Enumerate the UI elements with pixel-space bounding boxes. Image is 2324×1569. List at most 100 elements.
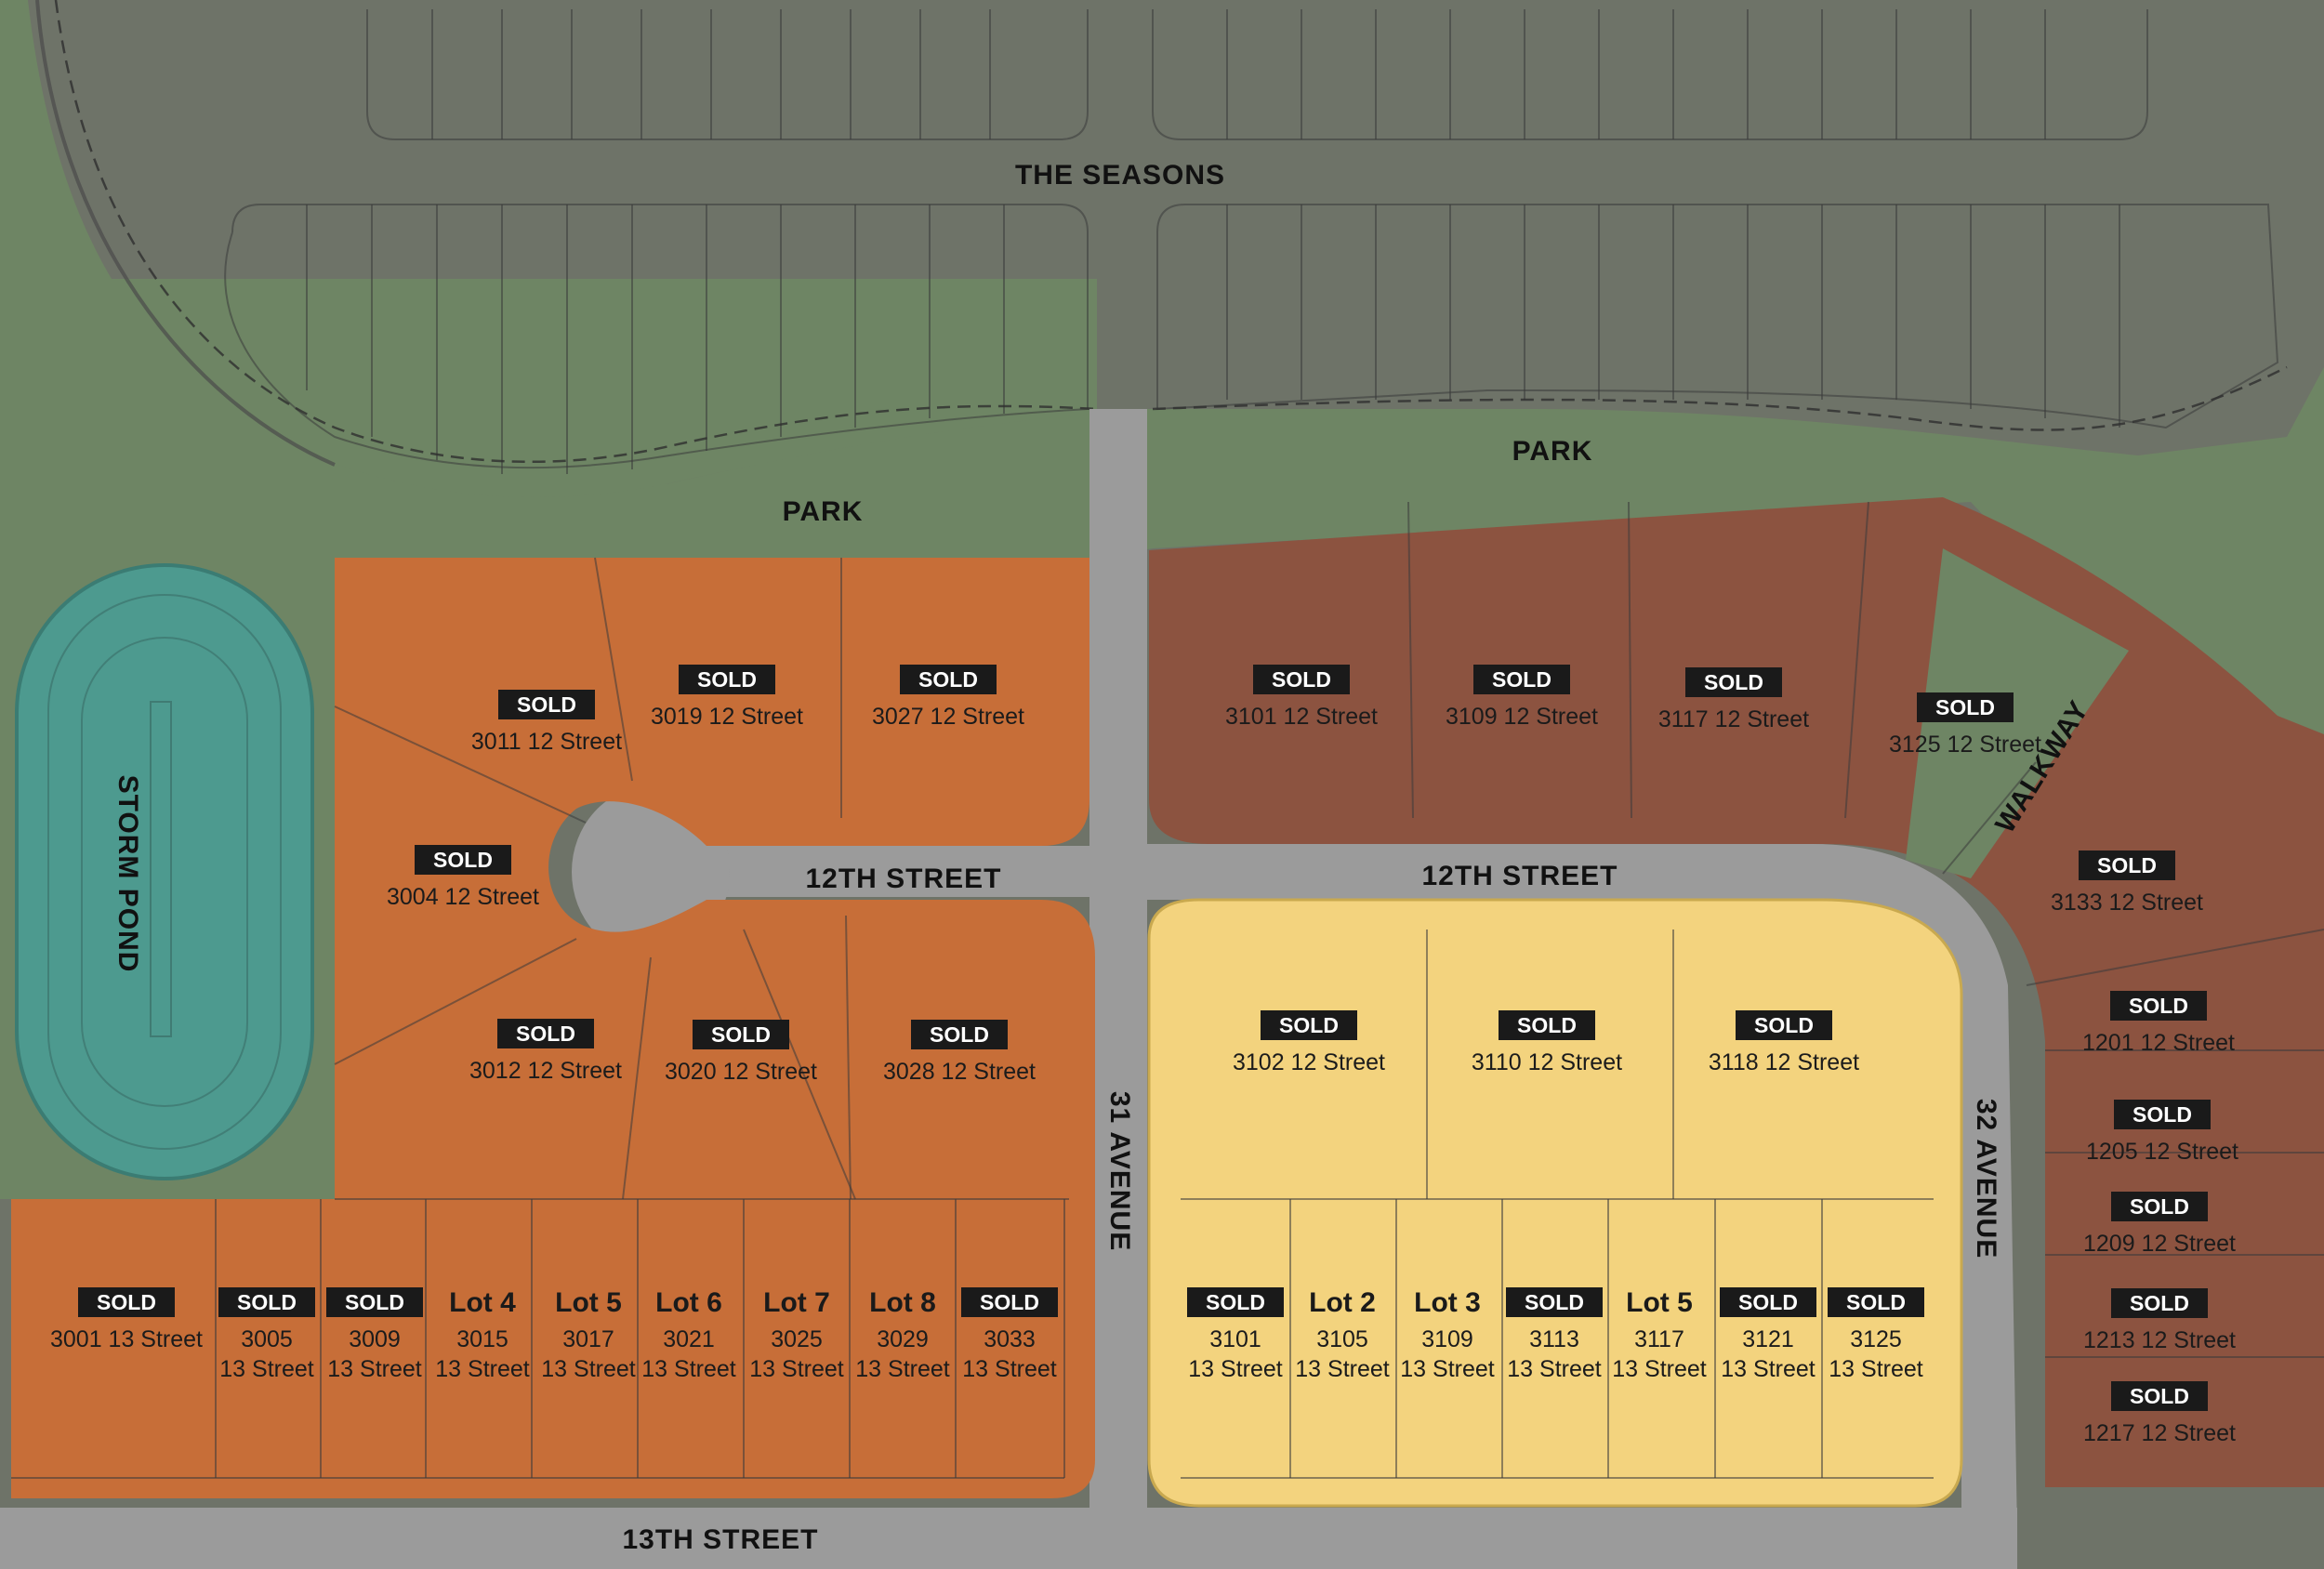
brown-lot-lines: [1407, 501, 2324, 1358]
lot-address: 1205 12 Street: [2086, 1139, 2238, 1165]
sold-badge: [961, 1287, 1058, 1317]
lot-address-street: 13 Street: [1400, 1356, 1495, 1382]
sold-badge-text: SOLD: [2097, 853, 2157, 877]
lot-address: 3105: [1316, 1326, 1368, 1352]
sold-badge: [2111, 1381, 2208, 1411]
sold-badge-text: SOLD: [517, 692, 576, 717]
lot-parcel-label[interactable]: SOLD 1205 12 Street: [2086, 1100, 2238, 1165]
lot-address-street: 13 Street: [435, 1356, 530, 1382]
lot-parcel-label[interactable]: SOLD 3027 12 Street: [872, 665, 1024, 730]
lot-parcel-label[interactable]: SOLD 3028 12 Street: [883, 1020, 1036, 1085]
lot-address: 3005: [241, 1326, 293, 1352]
sold-badge: [2111, 1288, 2208, 1318]
lot-address: 3125 12 Street: [1889, 732, 2041, 758]
sold-badge: [693, 1020, 789, 1049]
sold-badge-text: SOLD: [1935, 695, 1995, 719]
lot-parcel-label[interactable]: Lot 2 3105 13 Street: [1295, 1287, 1390, 1382]
lot-address: 3027 12 Street: [872, 704, 1024, 730]
seasons-boundary-west: [54, 0, 1098, 463]
lot-address: 3117: [1634, 1326, 1684, 1352]
lot-address: 3004 12 Street: [387, 884, 539, 910]
lot-address: 3117 12 Street: [1658, 706, 1809, 732]
sold-badge: [900, 665, 997, 694]
lot-address: 3009: [349, 1326, 401, 1352]
sold-badge-text: SOLD: [1704, 670, 1763, 694]
sold-badge: [1685, 667, 1782, 697]
street-label-31-avenue: 31 AVENUE: [1104, 1091, 1135, 1251]
lot-address: 3113: [1529, 1326, 1579, 1352]
lot-address-street: 13 Street: [641, 1356, 736, 1382]
lot-address: 3021: [663, 1326, 715, 1352]
lot-address: 3015: [456, 1326, 508, 1352]
lot-number-label: Lot 2: [1309, 1287, 1376, 1318]
lot-address-street: 13 Street: [1295, 1356, 1390, 1382]
orange-lot-lines: [11, 557, 1069, 1479]
lot-parcel-label[interactable]: SOLD 3117 12 Street: [1658, 667, 1809, 732]
lot-parcel-label[interactable]: Lot 6 3021 13 Street: [641, 1287, 736, 1382]
sold-badge: [497, 1019, 594, 1048]
sold-badge: [1499, 1010, 1595, 1040]
area-label-storm-pond: STORM POND: [112, 775, 143, 973]
sold-badge: [2114, 1100, 2211, 1129]
lot-parcel-label[interactable]: SOLD 3011 12 Street: [471, 690, 622, 755]
seasons-boundary-east: [1152, 365, 2288, 431]
sold-badge-text: SOLD: [980, 1290, 1039, 1314]
road-network: [0, 409, 2017, 1569]
lot-address: 3017: [562, 1326, 614, 1352]
sold-badge: [2110, 991, 2207, 1021]
lot-parcel-label[interactable]: SOLD 3009 13 Street: [326, 1287, 423, 1382]
sold-badge-text: SOLD: [2133, 1102, 2192, 1127]
sold-badge-text: SOLD: [918, 667, 978, 692]
storm-pond: [15, 563, 314, 1180]
lot-parcel-label[interactable]: SOLD 3125 12 Street: [1889, 692, 2041, 758]
sold-badge: [679, 665, 775, 694]
lot-address: 3101: [1209, 1326, 1261, 1352]
lot-address: 3028 12 Street: [883, 1059, 1036, 1085]
lot-number-label: Lot 6: [655, 1287, 722, 1318]
sold-badge-text: SOLD: [1846, 1290, 1906, 1314]
sold-badge-text: SOLD: [1754, 1013, 1814, 1037]
sold-badge: [1828, 1287, 1924, 1317]
sold-badge-text: SOLD: [711, 1022, 771, 1047]
sold-badge-text: SOLD: [345, 1290, 404, 1314]
sold-badge: [1261, 1010, 1357, 1040]
sold-badge-text: SOLD: [930, 1022, 989, 1047]
lot-address: 3011 12 Street: [471, 729, 622, 755]
lot-address: 3102 12 Street: [1233, 1049, 1385, 1075]
lot-address: 3125: [1850, 1326, 1902, 1352]
lot-parcel-label[interactable]: SOLD 3125 13 Street: [1828, 1287, 1924, 1382]
sold-badge-text: SOLD: [1517, 1013, 1577, 1037]
sold-badge: [326, 1287, 423, 1317]
sold-badge-text: SOLD: [1272, 667, 1331, 692]
lot-address-street: 13 Street: [1829, 1356, 1923, 1382]
lot-address-street: 13 Street: [327, 1356, 422, 1382]
area-label-park-west: PARK: [783, 496, 864, 527]
lot-address: 1201 12 Street: [2082, 1030, 2235, 1056]
